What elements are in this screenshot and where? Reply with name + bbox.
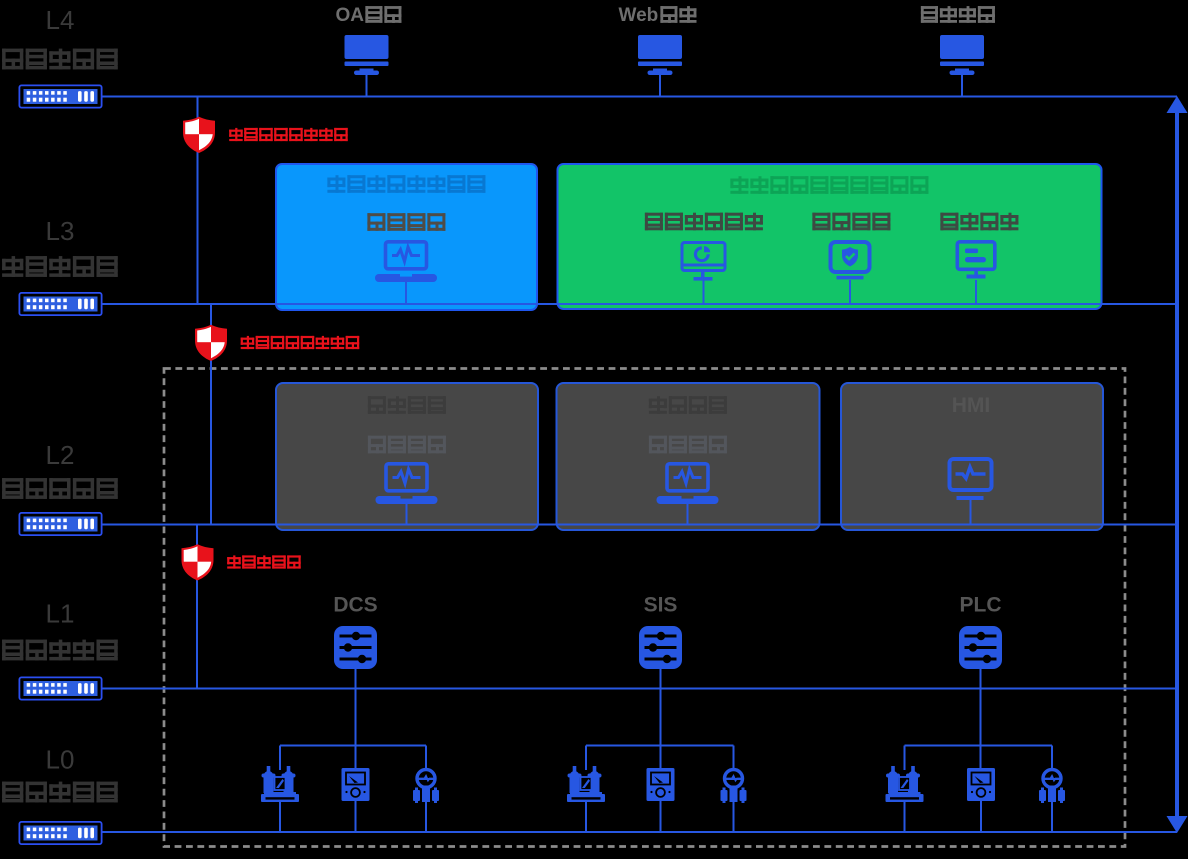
svg-text:L0: L0: [46, 745, 75, 775]
svg-text:PLC: PLC: [960, 594, 1002, 617]
svg-text:L1: L1: [46, 599, 75, 629]
svg-text:Web: Web: [619, 5, 659, 26]
svg-text:SIS: SIS: [644, 594, 678, 617]
svg-text:L2: L2: [46, 440, 75, 470]
svg-text:OA: OA: [336, 5, 365, 26]
svg-text:HMI: HMI: [952, 394, 991, 417]
svg-text:L4: L4: [46, 5, 75, 35]
svg-text:L3: L3: [46, 216, 75, 246]
svg-text:DCS: DCS: [333, 594, 377, 617]
